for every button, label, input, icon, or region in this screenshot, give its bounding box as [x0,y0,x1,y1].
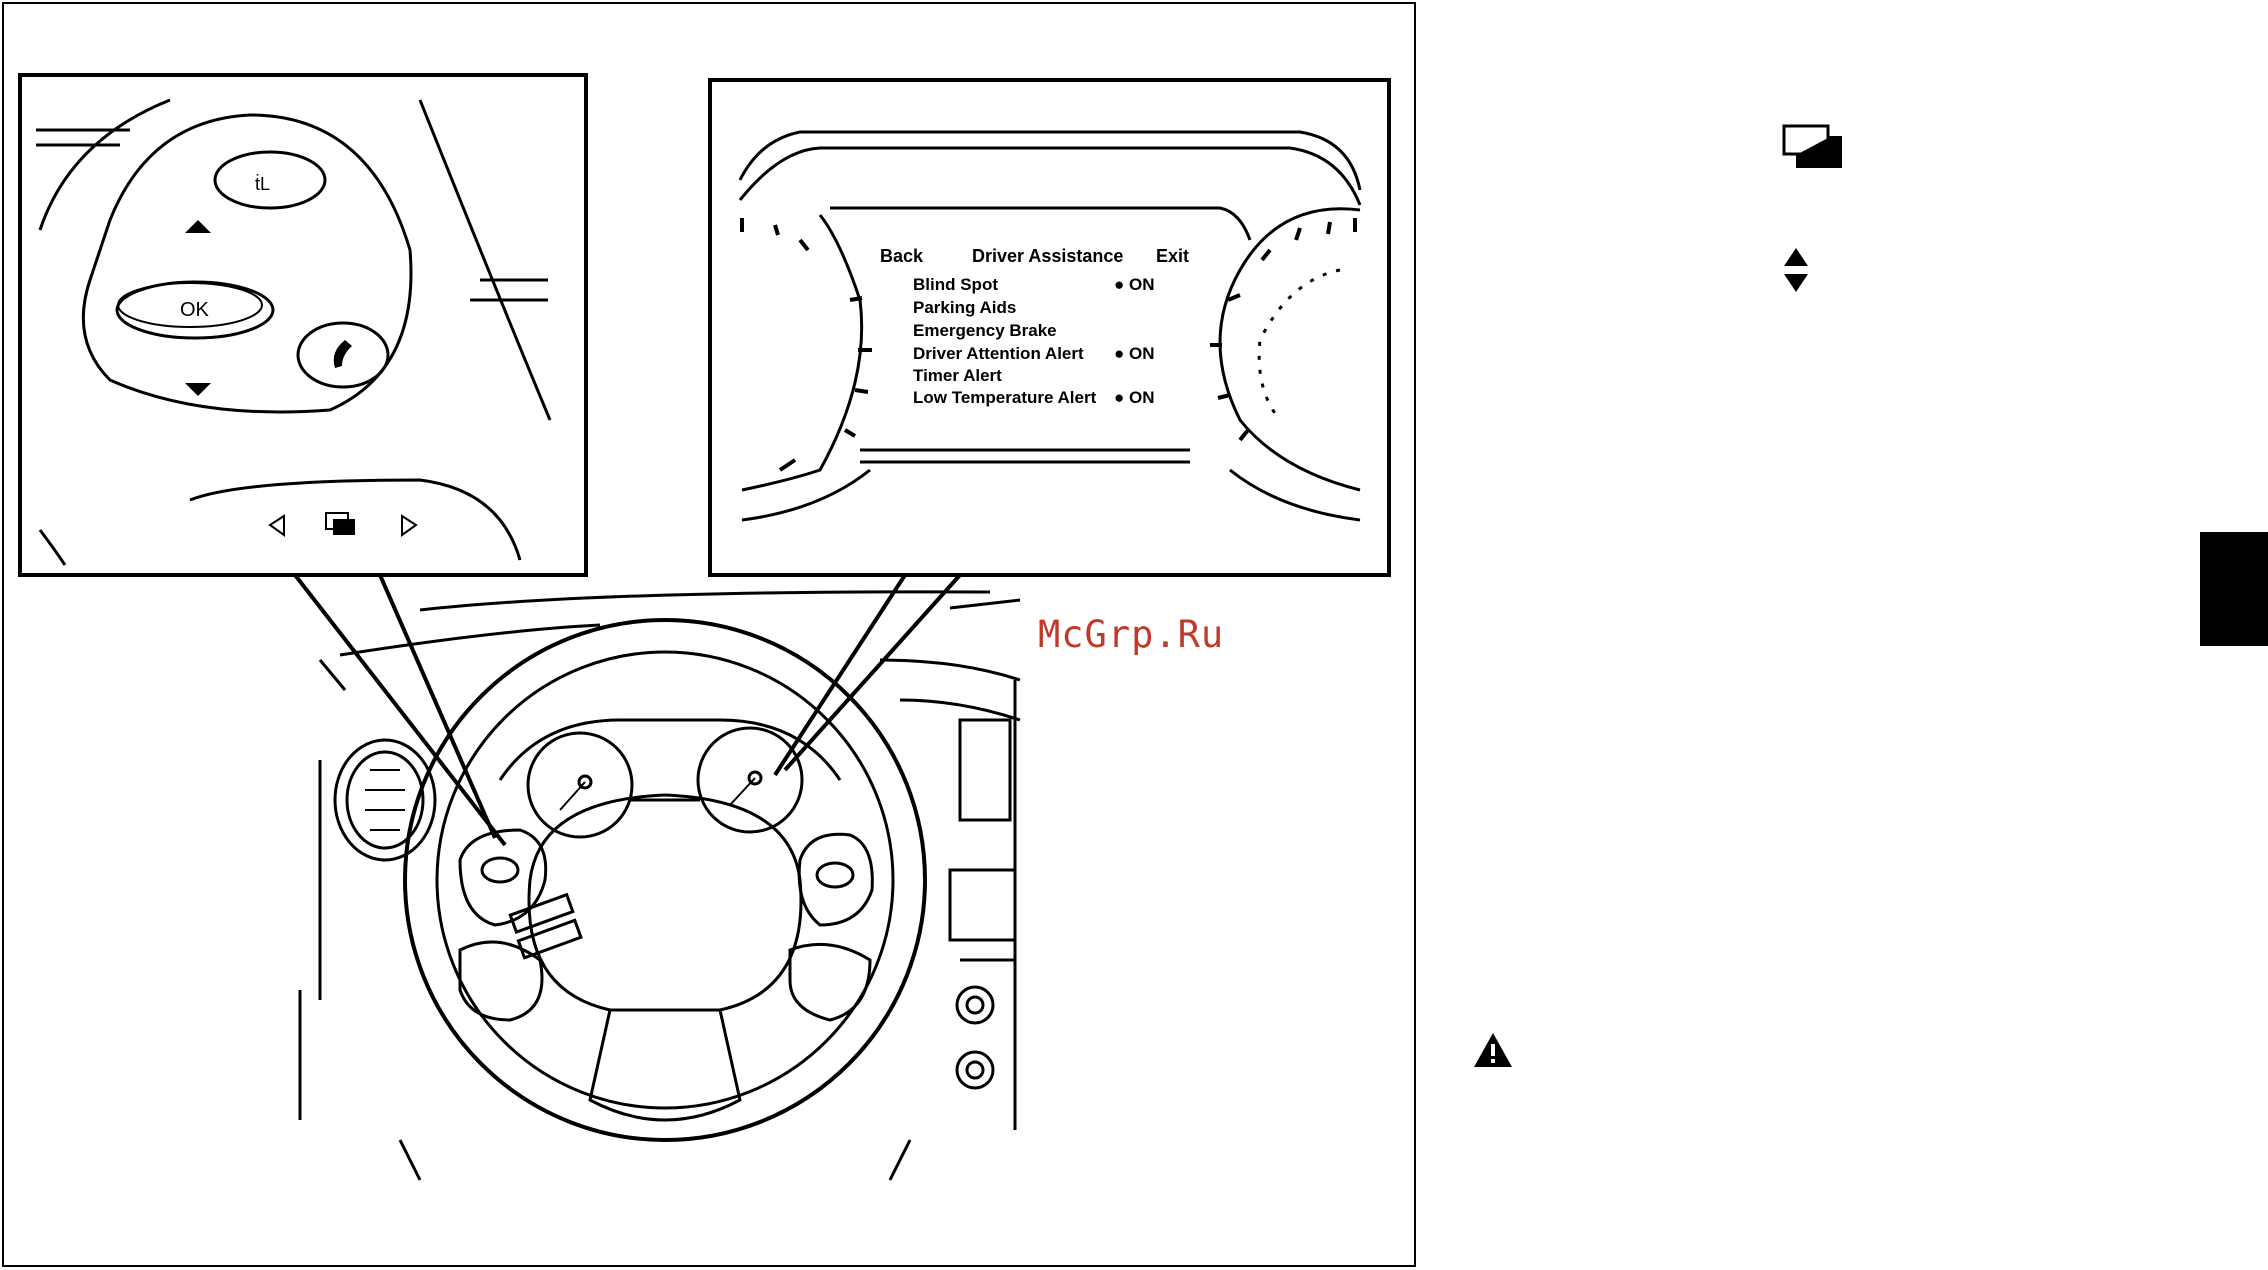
down-arrow-icon [185,383,211,396]
display-item-status: ● ON [1114,344,1155,363]
display-title: Driver Assistance [972,246,1123,266]
section-tab-marker [2200,532,2268,646]
up-arrow-icon [185,220,211,233]
display-toggle-icon [1782,124,1844,170]
display-item-label: Timer Alert [913,366,1002,385]
switch-callout-box [20,75,586,575]
display-item-status: ● ON [1114,275,1155,294]
ok-button-label: OK [180,299,210,321]
warning-triangle-icon [1472,1031,1514,1069]
svg-text:ṫL: ṫL [255,174,270,194]
watermark-text: McGrp.Ru [1038,613,1224,656]
display-item-label: Driver Attention Alert [913,344,1084,363]
display-item-label: Low Temperature Alert [913,388,1097,407]
display-item-label: Parking Aids [913,298,1016,317]
display-item-status: ● ON [1114,388,1155,407]
display-item-label: Blind Spot [913,275,998,294]
display-item-label: Emergency Brake [913,321,1057,340]
up-down-arrows-icon [1782,246,1810,294]
display-exit-label: Exit [1156,246,1189,266]
display-back-label: Back [880,246,924,266]
